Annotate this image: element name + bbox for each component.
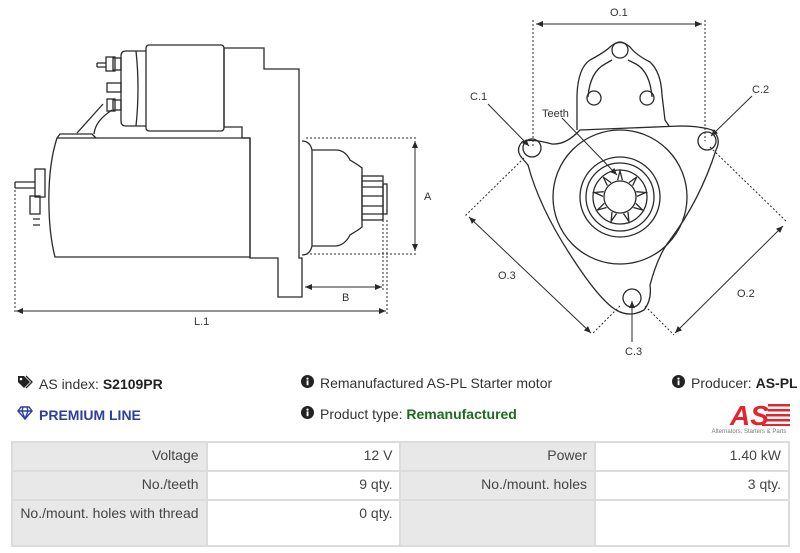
product-type-value: Remanufactured <box>406 406 517 422</box>
spec-value: 3 qty. <box>593 470 791 501</box>
as-pl-logo[interactable]: AS Alternators, Starters & Parts <box>700 398 798 438</box>
gem-icon <box>17 406 33 423</box>
spec-value: 1.40 kW <box>593 441 791 472</box>
premium-line[interactable]: PREMIUM LINE <box>17 406 141 423</box>
callout-c3: C.3 <box>625 346 642 358</box>
pinion-tooth <box>610 211 618 224</box>
spec-label: No./mount. holes <box>399 470 596 501</box>
mount-hole-c2 <box>697 131 717 151</box>
spec-label: No./teeth <box>11 470 208 501</box>
specs-table: Voltage 12 V Power 1.40 kW No./teeth 9 q… <box>11 441 791 547</box>
info-circle-icon <box>672 375 685 391</box>
body-top-lip <box>56 133 97 139</box>
front-view: O.1 O.3 O.2 C.1 C.2 C.3 Teeth <box>464 7 788 358</box>
as-logo-mark: AS <box>729 400 790 431</box>
table-row: No./mount. holes with thread 0 qty. <box>11 499 791 547</box>
side-view: A B L.1 <box>14 44 432 328</box>
table-row: Voltage 12 V Power 1.40 kW <box>11 441 791 472</box>
producer: Producer: AS-PL <box>672 375 798 391</box>
premium-line-label: PREMIUM LINE <box>39 406 141 423</box>
product-type: Product type: Remanufactured <box>301 406 517 422</box>
starter-motor-diagram: A B L.1 O.1 O.3 O.2 C <box>14 7 788 358</box>
as-index-label: AS index: <box>39 375 99 392</box>
pinion-tooth <box>595 202 607 212</box>
callout-c2: C.2 <box>752 84 769 96</box>
spec-value: 0 qty. <box>205 499 402 547</box>
dimension-label-l1: L.1 <box>194 316 209 328</box>
drive-housing <box>223 47 303 298</box>
pinion-tooth <box>636 191 649 197</box>
spec-value: 9 qty. <box>205 470 402 501</box>
callout-c1: C.1 <box>470 91 487 103</box>
spec-label: No./mount. holes with thread <box>11 499 208 547</box>
spec-value: 12 V <box>205 441 402 472</box>
spec-label: Voltage <box>11 441 208 472</box>
info-circle-icon <box>301 406 314 422</box>
mount-hole-c1 <box>522 138 542 158</box>
as-index-value: S2109PR <box>102 375 163 392</box>
pinion-tooth <box>622 211 630 224</box>
pinion-tooth <box>633 202 645 212</box>
pinion-tooth <box>616 168 624 181</box>
dimension-label-b: B <box>342 292 349 304</box>
callout-teeth: Teeth <box>542 108 569 120</box>
nose-cone <box>301 140 313 256</box>
dimension-label-o2: O.2 <box>737 288 755 300</box>
description-text: Remanufactured AS-PL Starter motor <box>320 375 553 391</box>
dimension-label-o3: O.3 <box>498 270 516 282</box>
product-description: Remanufactured AS-PL Starter motor <box>301 375 552 391</box>
dimension-label-o1: O.1 <box>610 7 628 19</box>
motor-body <box>48 137 251 258</box>
logo-tagline: Alternators, Starters & Parts <box>711 429 787 435</box>
top-ear <box>576 41 670 130</box>
producer-value: AS-PL <box>755 375 798 391</box>
as-index: AS index: S2109PR <box>17 375 163 392</box>
solenoid <box>145 44 225 132</box>
producer-label: Producer: <box>691 375 752 391</box>
mounting-flange <box>517 125 719 315</box>
spec-value <box>593 499 791 547</box>
tag-icon <box>17 375 33 392</box>
pinion-tooth <box>591 191 604 197</box>
pinion-teeth <box>591 168 649 224</box>
product-type-label: Product type: <box>320 406 403 422</box>
pinion-tooth <box>628 176 638 186</box>
info-circle-icon <box>301 375 314 391</box>
pinion-tooth <box>602 176 612 186</box>
spec-label <box>399 499 596 547</box>
table-row: No./teeth 9 qty. No./mount. holes 3 qty. <box>11 470 791 501</box>
spec-label: Power <box>399 441 596 472</box>
dimension-label-a: A <box>424 191 432 203</box>
